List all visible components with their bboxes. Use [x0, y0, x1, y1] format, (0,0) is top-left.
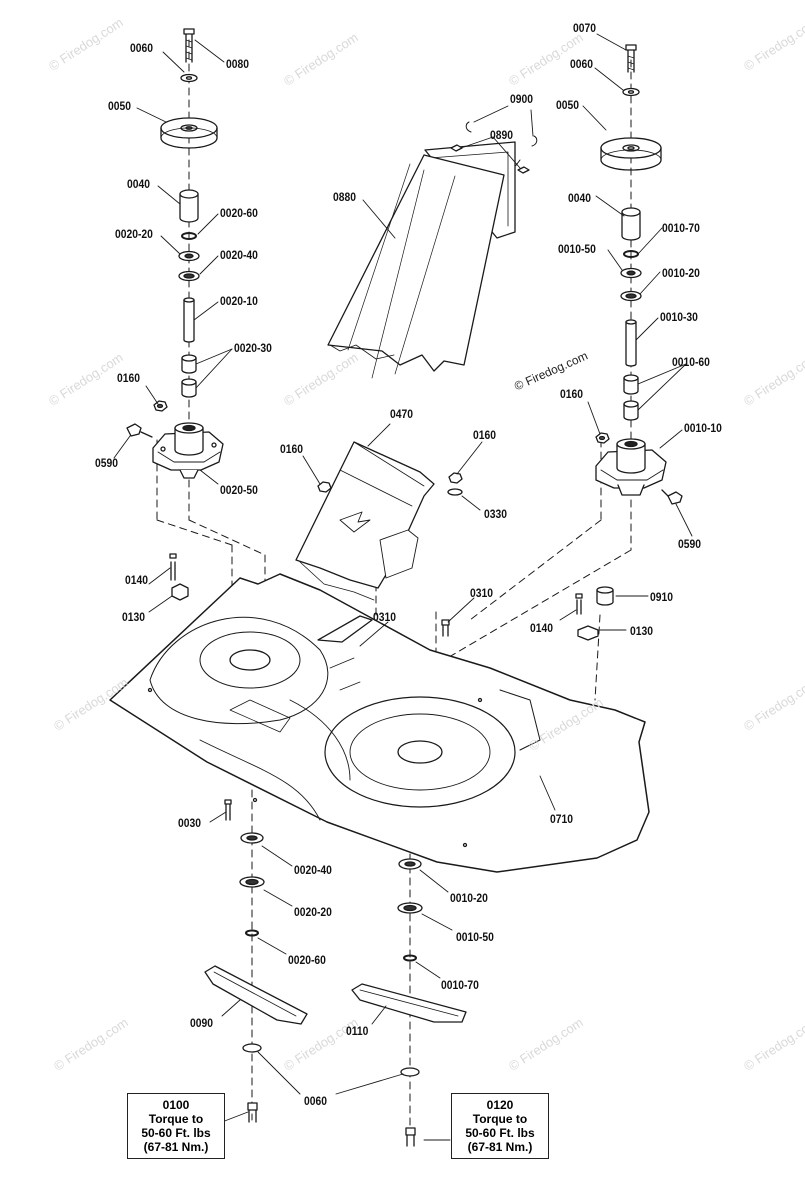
part-label-0020-50: 0020-50 [220, 483, 258, 497]
part-label-0880: 0880 [333, 190, 356, 204]
left-spindle-stack [126, 28, 224, 479]
part-label-0140: 0140 [530, 621, 553, 635]
part-label-0160: 0160 [280, 442, 303, 456]
part-label-0130: 0130 [122, 610, 145, 624]
torque-metric-value: (67-81 Nm.) [467, 1140, 533, 1154]
part-label-0140: 0140 [125, 573, 148, 587]
part-label-0910: 0910 [650, 590, 673, 604]
part-label-0020-30: 0020-30 [234, 341, 272, 355]
part-label-0010-60: 0010-60 [672, 355, 710, 369]
part-label-0160: 0160 [473, 428, 496, 442]
part-label-0020-40: 0020-40 [294, 863, 332, 877]
discharge-chute [327, 121, 538, 379]
part-label-0040: 0040 [568, 191, 591, 205]
part-label-0060: 0060 [570, 57, 593, 71]
part-label-0010-10: 0010-10 [684, 421, 722, 435]
torque-value: 50-60 Ft. lbs [141, 1126, 211, 1140]
part-label-0330: 0330 [484, 507, 507, 521]
part-label-0030: 0030 [178, 816, 201, 830]
part-label-0010-20: 0010-20 [662, 266, 700, 280]
part-label-0020-20: 0020-20 [115, 227, 153, 241]
right-spindle-stack [595, 44, 683, 505]
torque-value: 50-60 Ft. lbs [465, 1126, 535, 1140]
part-label-0590: 0590 [678, 537, 701, 551]
part-label-0710: 0710 [550, 812, 573, 826]
part-label-0160: 0160 [117, 371, 140, 385]
small-hardware [169, 553, 614, 821]
part-label-0010-50: 0010-50 [558, 242, 596, 256]
part-label-0010-50: 0010-50 [456, 930, 494, 944]
part-label-0110: 0110 [346, 1024, 369, 1038]
part-label-0310: 0310 [373, 610, 396, 624]
part-label-0010-70: 0010-70 [441, 978, 479, 992]
part-label-0020-10: 0020-10 [220, 294, 258, 308]
part-label-0010-70: 0010-70 [662, 221, 700, 235]
part-label-0470: 0470 [390, 407, 413, 421]
torque-part-number: 0100 [162, 1098, 190, 1112]
part-label-0010-30: 0010-30 [660, 310, 698, 324]
part-label-0040: 0040 [127, 177, 150, 191]
part-label-0080: 0080 [226, 57, 249, 71]
part-label-0590: 0590 [95, 456, 118, 470]
part-label-0020-60: 0020-60 [288, 953, 326, 967]
part-label-0020-40: 0020-40 [220, 248, 258, 262]
part-label-0090: 0090 [190, 1016, 213, 1030]
part-label-0890: 0890 [490, 128, 513, 142]
part-label-0070: 0070 [573, 21, 596, 35]
part-label-0050: 0050 [556, 98, 579, 112]
deflector [295, 441, 463, 601]
right-lower-stack [351, 858, 467, 1147]
part-label-0060: 0060 [130, 41, 153, 55]
part-label-0060: 0060 [304, 1094, 327, 1108]
torque-metric-value: (67-81 Nm.) [143, 1140, 209, 1154]
part-label-0050: 0050 [108, 99, 131, 113]
part-label-0310: 0310 [470, 586, 493, 600]
torque-callout-right: 0120 Torque to 50-60 Ft. lbs (67-81 Nm.) [451, 1093, 549, 1159]
part-label-0020-60: 0020-60 [220, 206, 258, 220]
torque-callout-left: 0100 Torque to 50-60 Ft. lbs (67-81 Nm.) [127, 1093, 225, 1159]
part-label-0900: 0900 [510, 92, 533, 106]
torque-line: Torque to [472, 1112, 528, 1126]
torque-part-number: 0120 [486, 1098, 514, 1112]
part-label-0010-20: 0010-20 [450, 891, 488, 905]
leader-lines [113, 33, 693, 1141]
part-label-0130: 0130 [630, 624, 653, 638]
assembly-axes [156, 39, 632, 1136]
mower-deck [109, 573, 650, 873]
part-label-0020-20: 0020-20 [294, 905, 332, 919]
torque-line: Torque to [148, 1112, 204, 1126]
part-label-0160: 0160 [560, 387, 583, 401]
left-lower-stack [204, 832, 308, 1123]
